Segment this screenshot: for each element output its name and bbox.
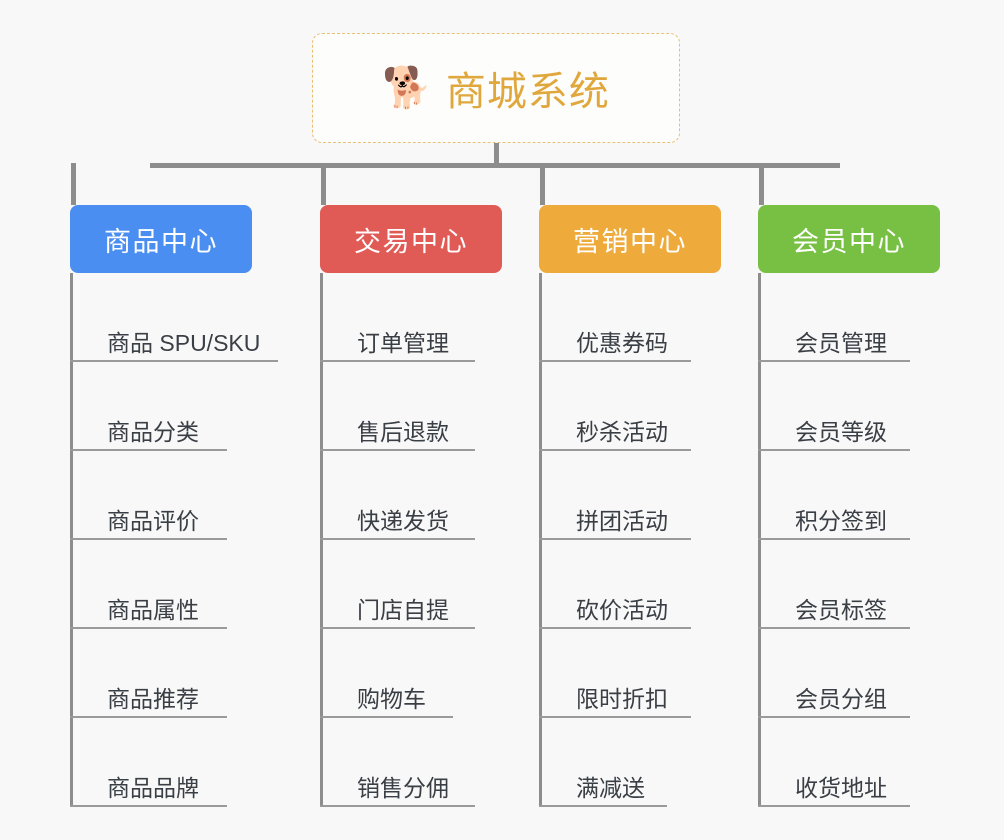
- leaf-item[interactable]: 门店自提: [320, 540, 502, 629]
- leaf-underline: [320, 360, 475, 362]
- leaf-label: 售后退款: [357, 418, 449, 445]
- leaf-underline: [70, 538, 227, 540]
- leaf-underline: [320, 627, 475, 629]
- leaf-label: 会员等级: [795, 418, 887, 445]
- leaf-item[interactable]: 会员管理: [758, 273, 940, 362]
- category-box-marketing-center[interactable]: 营销中心: [539, 205, 721, 273]
- leaf-label: 门店自提: [357, 596, 449, 623]
- leaf-item[interactable]: 商品属性: [70, 540, 260, 629]
- leaf-item[interactable]: 会员分组: [758, 629, 940, 718]
- leaf-label: 商品推荐: [107, 685, 199, 712]
- shiba-dog-face-icon: 🐕: [382, 66, 432, 110]
- leaf-item[interactable]: 会员标签: [758, 540, 940, 629]
- root-node[interactable]: 🐕 商城系统: [312, 33, 680, 143]
- leaf-underline: [539, 627, 691, 629]
- leaf-label: 订单管理: [357, 329, 449, 356]
- leaf-underline: [320, 449, 475, 451]
- leaf-underline: [70, 805, 227, 807]
- leaf-underline: [320, 805, 475, 807]
- leaf-label: 商品品牌: [107, 774, 199, 801]
- leaf-list-product-center: 商品 SPU/SKU 商品分类商品评价商品属性商品推荐商品品牌: [70, 273, 278, 807]
- leaf-item[interactable]: 订单管理: [320, 273, 502, 362]
- leaf-label: 会员标签: [795, 596, 887, 623]
- leaf-underline: [70, 716, 227, 718]
- category-label: 会员中心: [792, 226, 906, 257]
- leaf-item[interactable]: 快递发货: [320, 451, 502, 540]
- horizontal-branch-bar: [150, 163, 840, 168]
- leaf-item[interactable]: 售后退款: [320, 362, 502, 451]
- leaf-item[interactable]: 砍价活动: [539, 540, 721, 629]
- leaf-underline: [320, 538, 475, 540]
- leaf-underline: [758, 716, 910, 718]
- leaf-label: 快递发货: [357, 507, 449, 534]
- leaf-underline: [70, 627, 227, 629]
- leaf-label: 拼团活动: [576, 507, 668, 534]
- leaf-label: 商品属性: [107, 596, 199, 623]
- leaf-item[interactable]: 商品推荐: [70, 629, 260, 718]
- leaf-label: 商品 SPU/SKU: [107, 329, 261, 356]
- leaf-underline: [539, 716, 691, 718]
- leaf-label: 会员管理: [795, 329, 887, 356]
- leaf-label: 商品分类: [107, 418, 199, 445]
- root-title: 商城系统: [445, 70, 610, 114]
- category-label: 营销中心: [573, 226, 687, 257]
- leaf-label: 会员分组: [795, 685, 887, 712]
- leaf-item[interactable]: 会员等级: [758, 362, 940, 451]
- branch-drop-trade-center: [321, 163, 326, 205]
- leaf-label: 收货地址: [795, 774, 887, 801]
- leaf-underline: [758, 360, 910, 362]
- leaf-item[interactable]: 购物车: [320, 629, 502, 718]
- leaf-underline: [758, 805, 910, 807]
- leaf-list-trade-center: 订单管理售后退款快递发货门店自提购物车销售分佣: [320, 273, 502, 807]
- leaf-item[interactable]: 拼团活动: [539, 451, 721, 540]
- branch-drop-member-center: [759, 163, 764, 205]
- leaf-item[interactable]: 优惠券码: [539, 273, 721, 362]
- leaf-list-marketing-center: 优惠券码秒杀活动拼团活动砍价活动限时折扣满减送: [539, 273, 721, 807]
- column-trade-center: 交易中心订单管理售后退款快递发货门店自提购物车销售分佣: [320, 205, 502, 807]
- column-marketing-center: 营销中心优惠券码秒杀活动拼团活动砍价活动限时折扣满减送: [539, 205, 721, 807]
- leaf-item[interactable]: 积分签到: [758, 451, 940, 540]
- leaf-label: 销售分佣: [357, 774, 449, 801]
- leaf-underline: [70, 360, 278, 362]
- column-product-center: 商品中心商品 SPU/SKU 商品分类商品评价商品属性商品推荐商品品牌: [70, 205, 278, 807]
- branch-drop-marketing-center: [540, 163, 545, 205]
- leaf-item[interactable]: 商品品牌: [70, 718, 260, 807]
- leaf-underline: [758, 627, 910, 629]
- category-label: 交易中心: [354, 226, 468, 257]
- leaf-item[interactable]: 秒杀活动: [539, 362, 721, 451]
- leaf-underline: [758, 449, 910, 451]
- leaf-label: 购物车: [357, 685, 426, 712]
- leaf-underline: [320, 716, 453, 718]
- root-stem-connector: [494, 143, 499, 165]
- leaf-underline: [758, 538, 910, 540]
- leaf-label: 优惠券码: [576, 329, 668, 356]
- leaf-item[interactable]: 商品评价: [70, 451, 260, 540]
- leaf-label: 秒杀活动: [576, 418, 668, 445]
- category-label: 商品中心: [104, 226, 218, 257]
- leaf-item[interactable]: 销售分佣: [320, 718, 502, 807]
- leaf-label: 限时折扣: [576, 685, 668, 712]
- leaf-underline: [539, 538, 691, 540]
- leaf-label: 积分签到: [795, 507, 887, 534]
- leaf-underline: [539, 805, 667, 807]
- category-box-member-center[interactable]: 会员中心: [758, 205, 940, 273]
- branch-drop-product-center: [71, 163, 76, 205]
- leaf-label: 满减送: [576, 774, 645, 801]
- leaf-label: 砍价活动: [576, 596, 668, 623]
- leaf-item[interactable]: 收货地址: [758, 718, 940, 807]
- leaf-list-member-center: 会员管理会员等级积分签到会员标签会员分组收货地址: [758, 273, 940, 807]
- leaf-underline: [539, 360, 691, 362]
- category-box-product-center[interactable]: 商品中心: [70, 205, 252, 273]
- leaf-item[interactable]: 商品 SPU/SKU: [70, 273, 278, 362]
- leaf-underline: [70, 449, 227, 451]
- leaf-item[interactable]: 商品分类: [70, 362, 260, 451]
- leaf-item[interactable]: 满减送: [539, 718, 721, 807]
- leaf-underline: [539, 449, 691, 451]
- leaf-label: 商品评价: [107, 507, 199, 534]
- leaf-item[interactable]: 限时折扣: [539, 629, 721, 718]
- column-member-center: 会员中心会员管理会员等级积分签到会员标签会员分组收货地址: [758, 205, 940, 807]
- category-box-trade-center[interactable]: 交易中心: [320, 205, 502, 273]
